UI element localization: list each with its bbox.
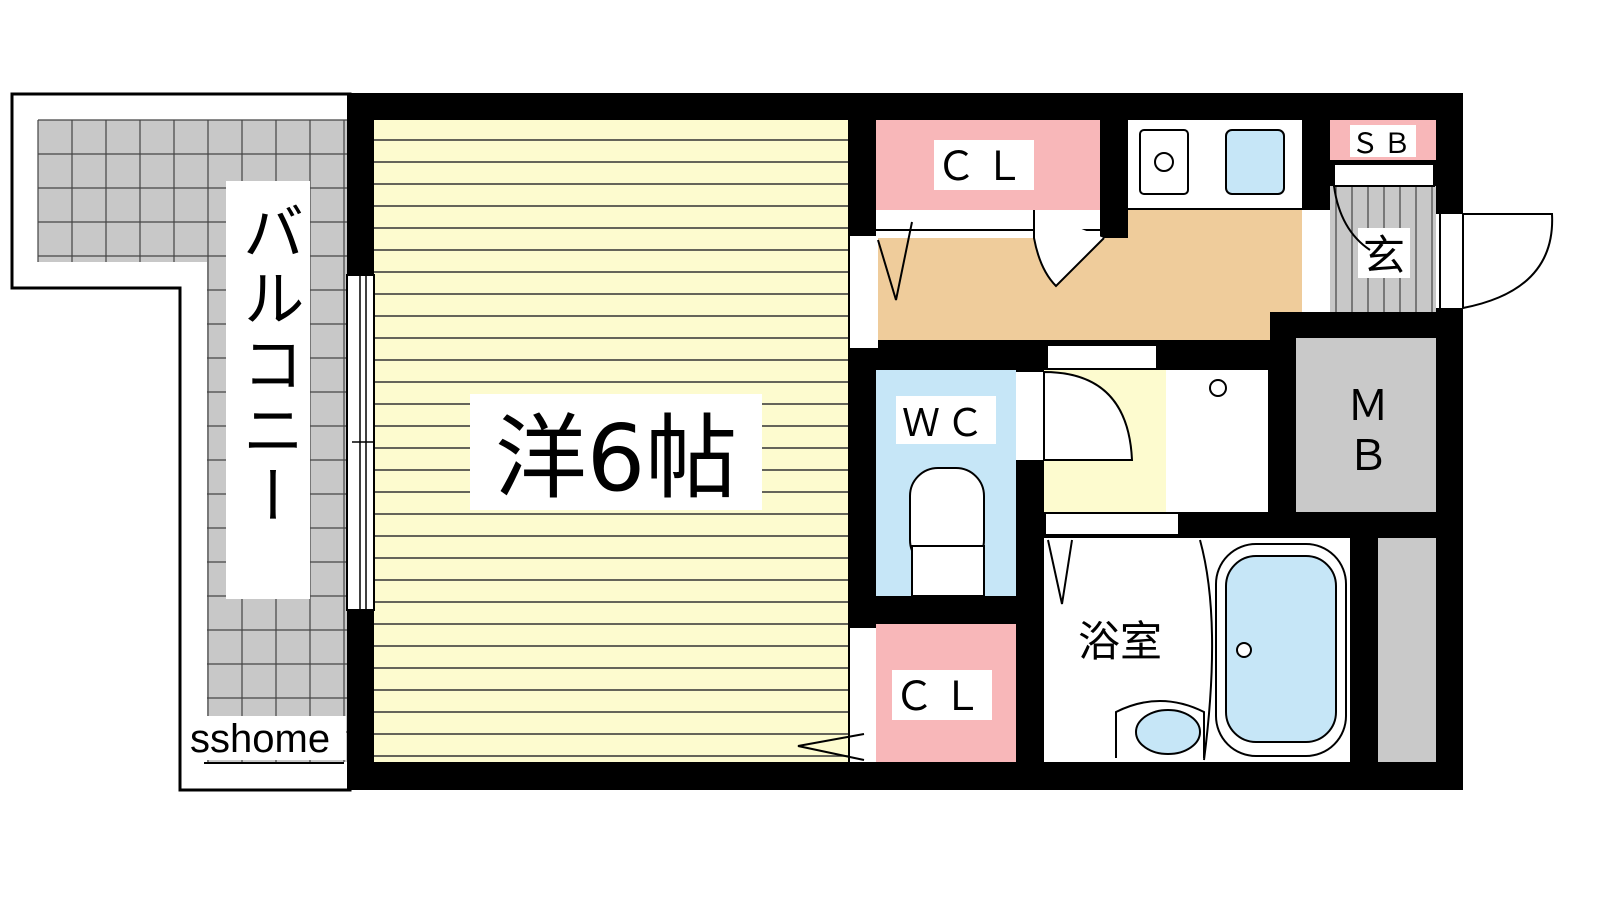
watermark-box [186,716,346,760]
washroom-top-opening [1048,346,1156,368]
stove-icon [1139,129,1189,195]
hall-door-swing [877,221,913,301]
shoe-box-door-swing [1333,163,1435,187]
western-label-box [470,394,762,510]
entrance-label-box [1358,228,1410,278]
bathroom-label: 浴室 [1078,617,1162,666]
drain-icon [1209,379,1227,397]
front-door-swing [1462,213,1554,310]
entrance-label: 玄 [1363,231,1405,280]
stove-burner-icon [1154,152,1174,172]
shower-curtain [1199,539,1214,761]
closet-bottom-door-swing [797,733,865,761]
bath-door-swing [1047,539,1073,605]
closet-bottom-door-opening [850,628,876,762]
western-room-label: 洋6帖 [495,405,738,512]
balcony-label-box [226,181,310,599]
bath-door-track [1046,514,1178,534]
closet-bottom-label-box [892,670,992,720]
wc-label-box [896,396,996,444]
sb-door-arc [1333,185,1371,251]
bath-side-storage [1378,538,1436,762]
washroom-door-swing [1043,370,1134,461]
hall-door-opening [850,236,878,348]
western-room-flooring-lines [374,139,848,757]
toilet-tank-icon [911,545,985,597]
closet-top-label: ＣＬ [936,145,1032,189]
bathtub-drain-icon [1236,642,1252,658]
shoe-box-label: ＳＢ [1351,128,1415,159]
balcony-label: バルコニー [232,200,305,530]
closet-door-swing [1033,210,1105,288]
sink-icon [1225,129,1285,195]
shoe-box-label-box [1350,125,1416,157]
entrance-step [1302,210,1330,312]
watermark-text: sshome [190,717,330,761]
meter-box [1296,338,1436,512]
closet-top-label-box [934,140,1034,190]
meter-box-label-m: Ｍ [1347,382,1389,429]
meter-box-label-b: Ｂ [1347,432,1389,479]
bathtub-icon [1225,555,1337,743]
wc-door-opening [1016,372,1044,460]
closet-bottom-label: ＣＬ [894,675,990,719]
hallway-floor [876,210,1302,340]
wc-label: ＷＣ [902,403,990,445]
washbasin-icon [1135,709,1201,755]
